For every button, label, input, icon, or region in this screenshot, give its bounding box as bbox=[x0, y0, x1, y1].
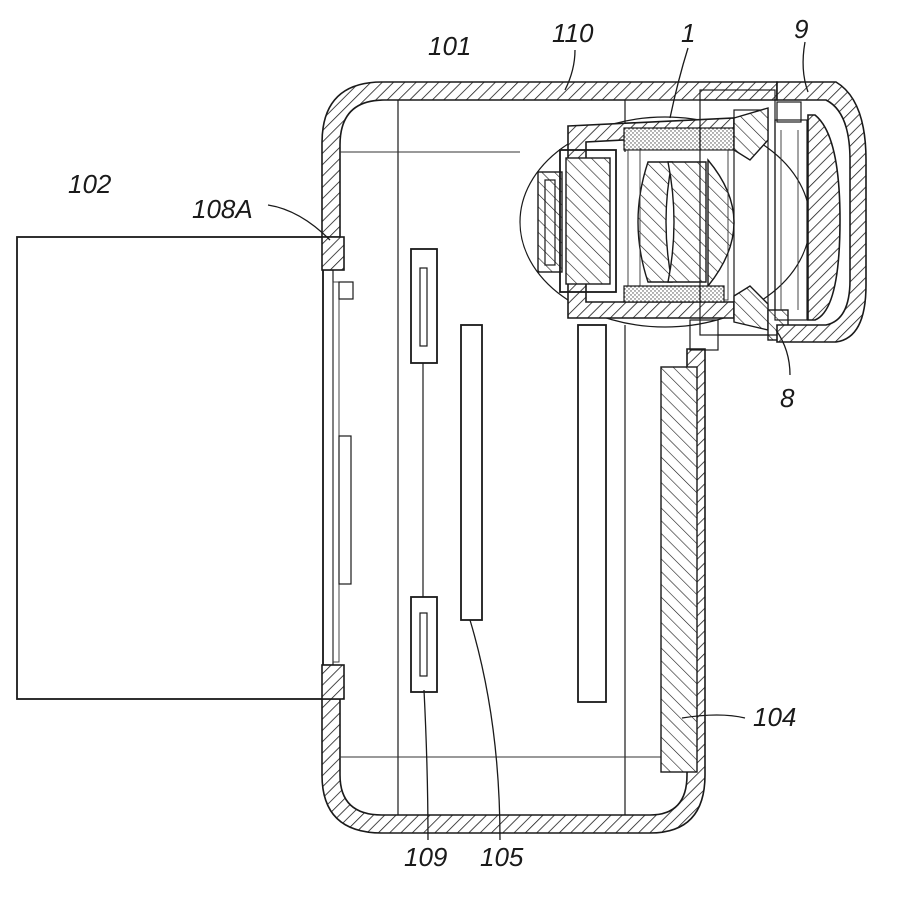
board-strip bbox=[410, 248, 438, 693]
label-housing-wall: 110 bbox=[552, 18, 594, 48]
label-front-cover: 9 bbox=[794, 14, 808, 44]
leader-109 bbox=[423, 689, 429, 841]
label-board-strip: 109 bbox=[404, 842, 447, 872]
label-lens-holder: 8 bbox=[780, 383, 795, 413]
display-panel bbox=[16, 236, 354, 700]
leader-105 bbox=[469, 619, 501, 841]
reference-labels: 102 108A 101 110 1 9 8 104 109 105 bbox=[68, 14, 808, 872]
label-battery: 104 bbox=[753, 702, 796, 732]
leader-1 bbox=[669, 47, 689, 119]
leader-9 bbox=[802, 41, 809, 93]
label-hinge: 108A bbox=[192, 194, 253, 224]
board bbox=[460, 324, 483, 621]
circuit-component bbox=[577, 324, 607, 703]
label-housing-interior: 101 bbox=[428, 31, 471, 61]
leader-110 bbox=[564, 49, 576, 91]
label-display-panel: 102 bbox=[68, 169, 112, 199]
housing-shell bbox=[321, 81, 778, 834]
lens-holder bbox=[699, 89, 789, 341]
battery bbox=[660, 366, 698, 773]
label-lens-unit: 1 bbox=[681, 18, 695, 48]
leader-8 bbox=[775, 329, 791, 376]
leader-lines bbox=[267, 41, 809, 841]
leader-108a bbox=[267, 204, 331, 241]
leader-104 bbox=[681, 714, 746, 719]
label-board: 105 bbox=[480, 842, 524, 872]
front-cover bbox=[774, 81, 867, 343]
